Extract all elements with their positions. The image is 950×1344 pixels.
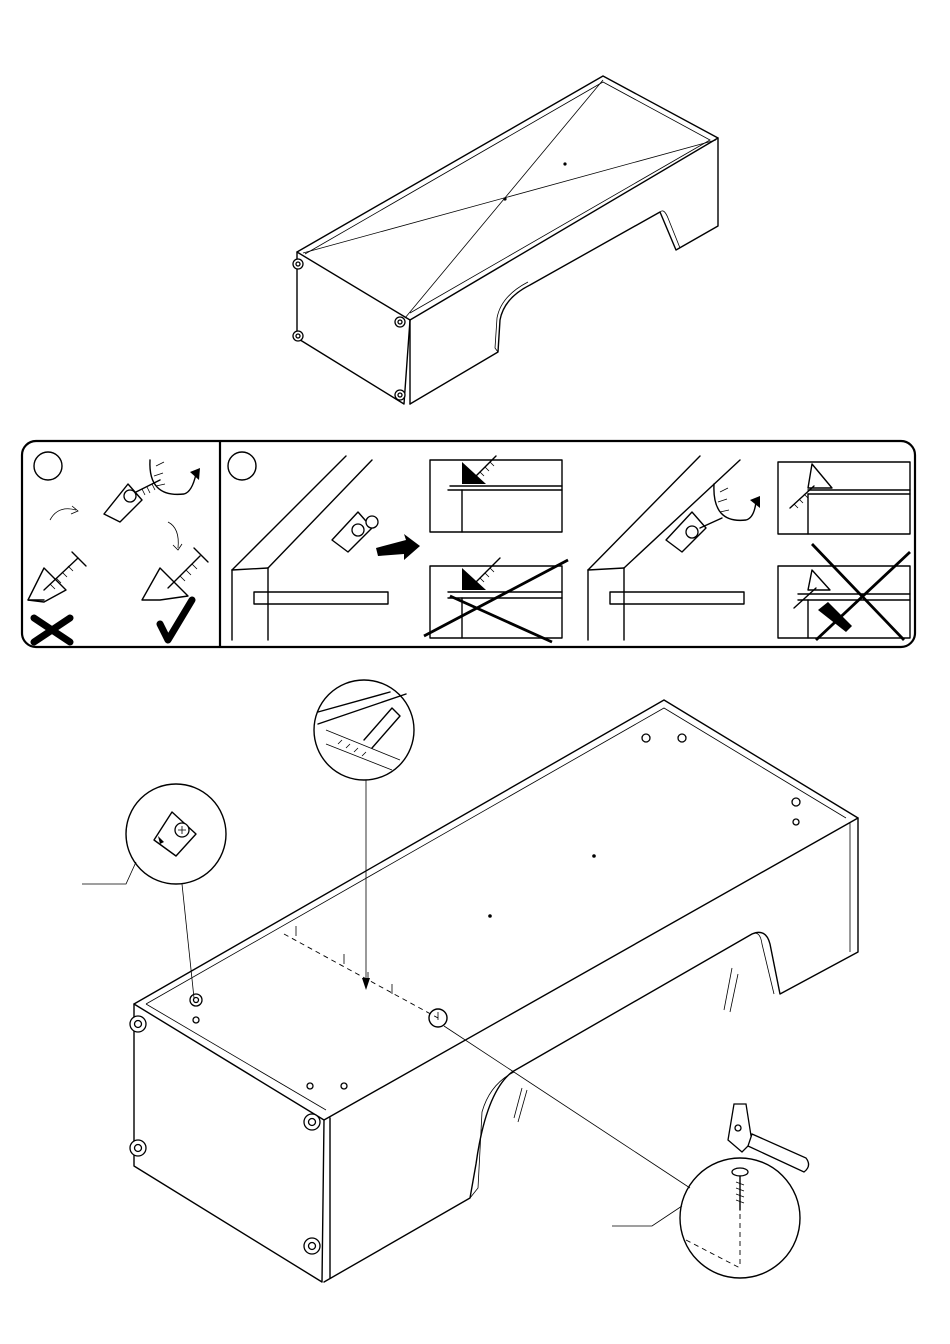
curve-arrow-icon (50, 506, 182, 550)
step-circle-1 (34, 452, 62, 480)
callout-groove-detail (314, 680, 414, 990)
instruction-panel (22, 441, 915, 647)
rotate-arrow-icon-2 (714, 484, 760, 520)
step-circle-2 (228, 452, 256, 480)
hammer-icon (728, 1104, 809, 1172)
screw-wrong-icon (28, 552, 86, 602)
panel-joint-right (588, 456, 744, 640)
cam-connector-icons (293, 259, 405, 400)
nail-icon (732, 1168, 748, 1210)
screw-correct-icon (142, 548, 208, 600)
detail-box-wrong (424, 558, 568, 642)
cam-connector-icons-main (190, 734, 800, 1089)
check-mark-icon (160, 600, 192, 640)
detail-box-wrong-2 (778, 544, 910, 640)
top-cabinet-figure (293, 76, 718, 404)
callout-corner-connector (82, 784, 226, 998)
cam-connector-icons-front (130, 1016, 320, 1254)
callout-nail-hammer (444, 1026, 809, 1278)
panel-joint-left (232, 456, 388, 640)
rotate-arrow-icon (150, 460, 200, 494)
push-arrow-icon (376, 534, 420, 560)
main-cabinet-figure (130, 700, 858, 1282)
detail-box-correct-2 (778, 462, 910, 534)
detail-box-correct (430, 456, 562, 532)
angle-bracket-screw-icon (104, 480, 160, 522)
cross-mark-icon (34, 618, 70, 642)
